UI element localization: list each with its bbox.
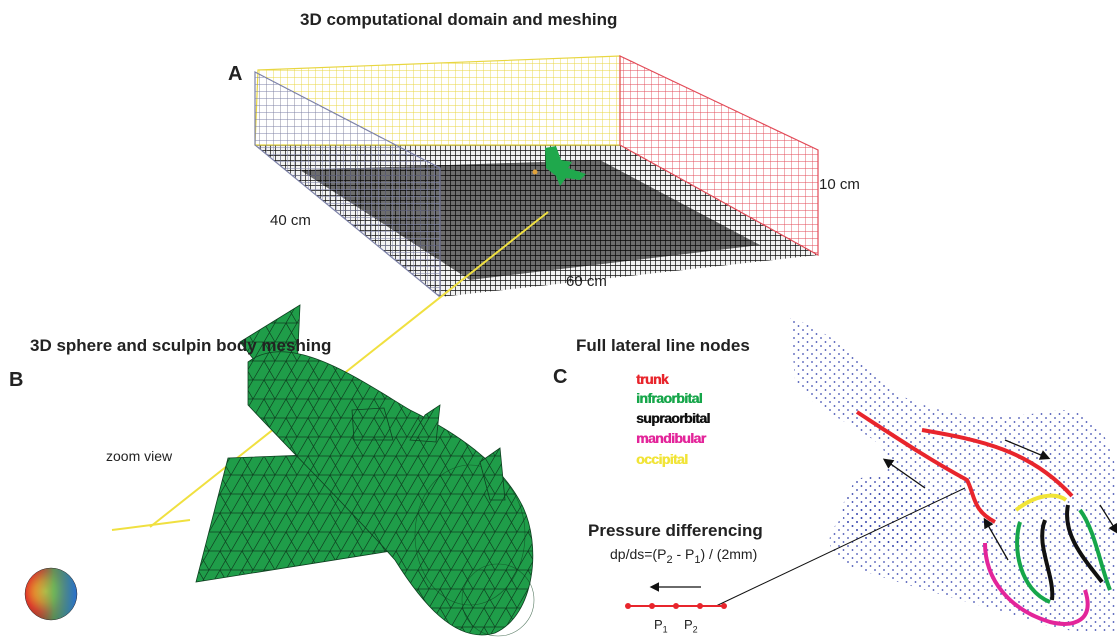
dimension-width: 40 cm: [270, 212, 311, 229]
panel-a-title: 3D computational domain and meshing: [300, 10, 618, 29]
canal-occipital: [1014, 493, 1068, 512]
sphere-small: [532, 169, 538, 175]
legend-trunk: trunk: [636, 371, 669, 387]
panel-c-letter: C: [553, 366, 568, 388]
panel-c-title: Full lateral line nodes: [576, 336, 750, 355]
canal-supraorbital-2: [1065, 504, 1104, 584]
pressure-formula: dp/ds=(P2 - P1) / (2mm): [610, 546, 758, 566]
flow-arrows: [882, 439, 1117, 561]
canal-infraorbital-2: [1078, 508, 1112, 591]
canal-mandibular: [983, 542, 1090, 626]
dimension-length: 60 cm: [566, 273, 607, 290]
panel-a-domain: [254, 55, 819, 299]
dimension-height: 10 cm: [819, 176, 860, 193]
panel-b-letter: B: [9, 369, 24, 391]
point-p2-label: P2: [684, 617, 698, 635]
canal-trunk-lower: [855, 410, 996, 524]
legend-infraorbital: infraorbital: [636, 390, 703, 406]
pressure-title: Pressure differencing: [588, 521, 763, 540]
canal-trunk-upper: [921, 428, 1074, 498]
domain-right-wall: [619, 55, 819, 257]
pressure-stencil: [625, 582, 727, 609]
legend-mandibular: mandibular: [636, 430, 706, 446]
canal-supraorbital-1: [1040, 519, 1055, 601]
zoom-lines: [111, 211, 549, 531]
zoom-view-label: zoom view: [106, 448, 173, 464]
fish-model-small: [545, 146, 586, 186]
legend-supraorbital: supraorbital: [636, 410, 710, 426]
panel-b-title: 3D sphere and sculpin body meshing: [30, 336, 332, 355]
source-sphere: [24, 567, 78, 621]
point-p1-label: P1: [654, 617, 668, 635]
connector-line: [715, 487, 966, 607]
canal-infraorbital-1: [1015, 521, 1051, 604]
legend-occipital: occipital: [636, 451, 688, 467]
panel-a-letter: A: [228, 63, 243, 85]
panel-b-fish-mesh: [195, 304, 535, 637]
panel-c-nodes: [715, 318, 1117, 633]
